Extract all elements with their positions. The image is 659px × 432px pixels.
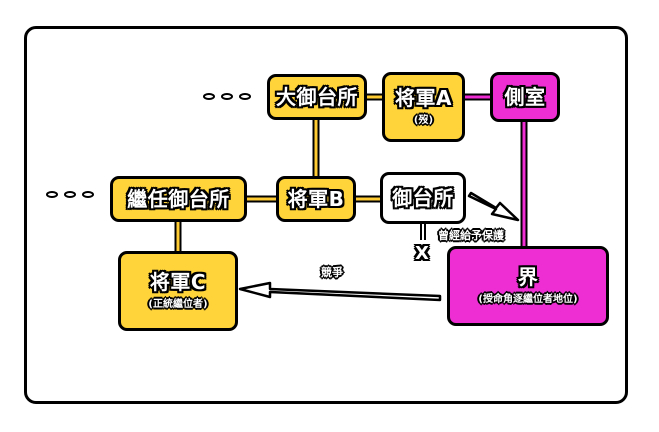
node-shogun-c-label: 将軍C: [149, 270, 207, 294]
node-omidaidokoro-label: 大御台所: [276, 85, 358, 109]
competition-label: 競爭: [321, 266, 343, 279]
node-keinin-midaidokoro: 繼任御台所: [110, 176, 247, 222]
node-kai-label: 界: [517, 265, 539, 289]
node-sokushitsu-label: 側室: [504, 85, 546, 109]
node-shogun-a-note: (歿): [413, 115, 434, 126]
competition-arrow: [238, 281, 442, 302]
node-shogun-a-label: 将軍A: [395, 86, 452, 110]
dot-icon: [46, 191, 58, 198]
node-kai: 界 (授命角逐繼位者地位): [447, 246, 609, 326]
yellow-links: [174, 93, 383, 253]
dot-icon: [221, 93, 233, 100]
node-keinin-midaidokoro-label: 繼任御台所: [127, 187, 230, 211]
dot-icon: [82, 191, 94, 198]
protection-arrow: [467, 191, 520, 222]
dot-icon: [64, 191, 76, 198]
node-shogun-b: 将軍B: [276, 176, 356, 222]
node-omidaidokoro: 大御台所: [267, 74, 367, 120]
node-shogun-b-label: 将軍B: [287, 187, 345, 211]
node-midaidokoro: 御台所: [380, 172, 466, 224]
node-sokushitsu: 側室: [490, 72, 560, 122]
magenta-links: [463, 93, 528, 247]
ellipsis-dots-top: [203, 93, 251, 100]
dot-icon: [239, 93, 251, 100]
dot-icon: [203, 93, 215, 100]
node-shogun-c-note: (正統繼位者): [148, 299, 208, 310]
node-kai-note: (授命角逐繼位者地位): [478, 294, 578, 305]
protection-label: 曾經給予保護: [438, 229, 504, 242]
node-shogun-a: 将軍A (歿): [382, 72, 465, 142]
ellipsis-dots-middle: [46, 191, 94, 198]
x-mark: X: [415, 243, 429, 264]
node-midaidokoro-label: 御台所: [392, 186, 454, 210]
node-shogun-c: 将軍C (正統繼位者): [118, 251, 238, 331]
